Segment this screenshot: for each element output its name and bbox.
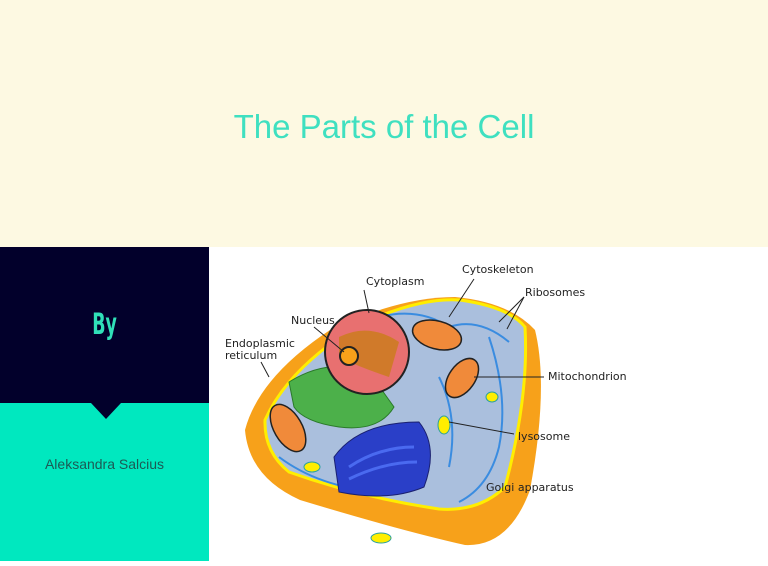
title-band: The Parts of the Cell (0, 0, 768, 247)
label-cytoskeleton: Cytoskeleton (462, 263, 534, 276)
label-nucleus: Nucleus (291, 314, 335, 327)
cell-diagram: Cytoplasm Cytoskeleton Ribosomes Nucleus… (209, 247, 768, 561)
label-mitochondrion: Mitochondrion (548, 370, 627, 383)
lysosome-icons (303, 391, 499, 544)
label-ribosomes: Ribosomes (525, 286, 585, 299)
label-lysosome: lysosome (518, 430, 570, 443)
label-er-line1: Endoplasmic (225, 337, 295, 350)
slide-title: The Parts of the Cell (233, 108, 535, 145)
mitochondria-icons (269, 319, 480, 453)
label-er-line2: reticulum (225, 349, 277, 362)
label-cytoplasm: Cytoplasm (366, 275, 424, 288)
pointer-triangle (91, 403, 121, 419)
golgi-icon (333, 421, 431, 497)
label-golgi: Golgi apparatus (486, 481, 574, 494)
author-name: Aleksandra Salcius (44, 456, 165, 472)
nucleus-icon (324, 309, 410, 395)
by-panel: By (0, 247, 209, 403)
author-panel: Aleksandra Salcius (0, 403, 209, 561)
by-label: By (92, 307, 117, 341)
label-lines (260, 278, 544, 435)
